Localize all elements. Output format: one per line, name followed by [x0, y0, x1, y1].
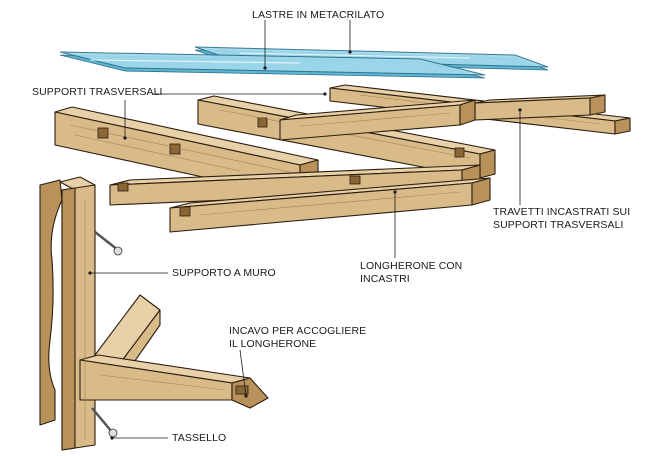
label-joists-line1: TRAVETTI INCASTRATI SUI	[493, 206, 631, 218]
label-cross-supports: SUPPORTI TRASVERSALI	[32, 86, 163, 98]
cross-support-right-end	[614, 117, 631, 135]
acrylic-sheet-front	[59, 51, 486, 76]
label-joists-line2: SUPPORTI TRASVERSALI	[493, 219, 624, 231]
joist-right	[474, 94, 606, 121]
acrylic-sheets	[59, 46, 549, 79]
spar-lower	[169, 177, 491, 233]
leader-lines	[88, 20, 522, 440]
label-spar-line2: INCASTRI	[360, 273, 410, 285]
notch-left-2	[169, 143, 181, 155]
wall-bracket	[39, 176, 269, 451]
screw-upper	[94, 231, 123, 256]
label-notch-line2: IL LONGHERONE	[229, 338, 317, 350]
label-anchor: TASSELLO	[172, 432, 227, 444]
bracket-back-plate	[39, 179, 63, 426]
spar-notch	[235, 385, 249, 395]
bracket-arm-end	[231, 377, 269, 409]
label-acrylic-sheets: LASTRE IN METACRILATO	[252, 9, 385, 21]
label-wall-support: SUPPORTO A MURO	[172, 267, 276, 279]
label-spar-line1: LONGHERONE CON	[360, 260, 463, 272]
label-notch-line1: INCAVO PER ACCOGLIERE	[229, 325, 367, 337]
joist-center	[279, 99, 476, 141]
screw-lower	[91, 407, 118, 438]
